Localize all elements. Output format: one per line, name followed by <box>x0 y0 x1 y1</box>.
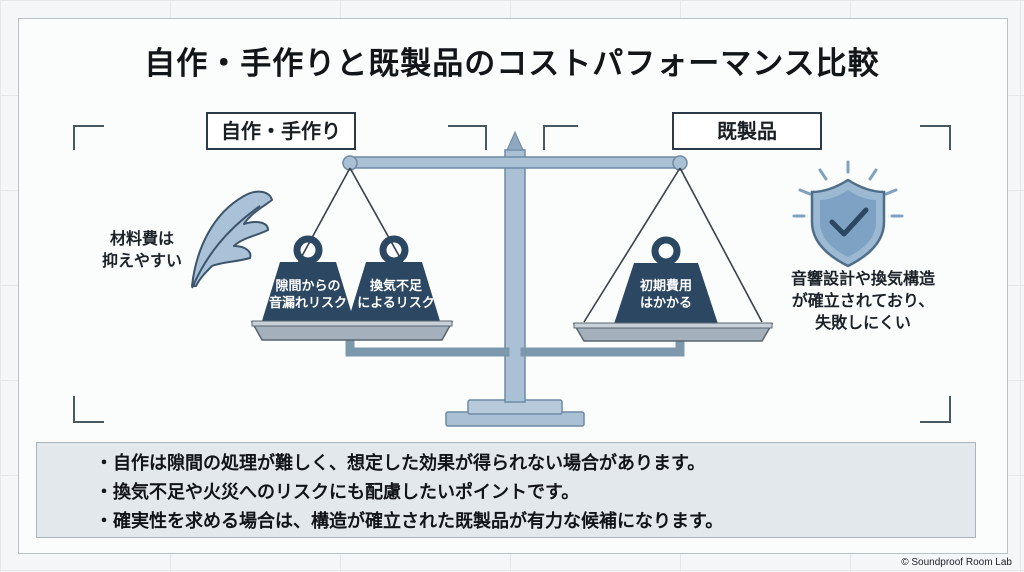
weight-ring <box>379 235 409 265</box>
summary-note-item: ・自作は隙間の処理が難しく、想定した効果が得られない場合があります。 <box>95 453 706 474</box>
weight-ring <box>293 235 323 265</box>
note-line: 抑えやすい <box>101 251 182 270</box>
summary-notes-panel: ・自作は隙間の処理が難しく、想定した効果が得られない場合があります。 ・換気不足… <box>36 442 976 538</box>
scale-pans <box>250 320 774 342</box>
beam-left-joint <box>342 155 358 171</box>
feather-icon <box>191 190 273 289</box>
weight-block <box>348 262 440 321</box>
right-weight <box>614 236 718 324</box>
left-weights <box>262 235 440 321</box>
left-pan-rim <box>251 320 453 327</box>
feather-shape <box>191 190 273 287</box>
ventilation-risk-weight-label: 換気不足 によるリスク <box>350 278 442 312</box>
handmade-benefit-note: 材料費は 抑えやすい <box>92 228 192 272</box>
bracket-top-left <box>73 125 104 150</box>
note-line: 音響設計や換気構造 <box>790 269 935 288</box>
weight-label-line: 隙間からの <box>275 279 341 294</box>
bracket-top-center-right <box>543 125 578 150</box>
bracket-bottom-right <box>920 396 951 423</box>
bracket-top-center-left <box>448 125 487 150</box>
feather-shaft <box>191 205 261 289</box>
weight-label-line: によるリスク <box>357 296 435 311</box>
copyright-text: © Soundproof Room Lab <box>901 557 1012 568</box>
readymade-label: 既製品 <box>672 112 822 150</box>
weight-block <box>262 262 354 321</box>
note-line: 失敗しにくい <box>815 313 911 332</box>
page-title: 自作・手作りと既製品のコストパフォーマンス比較 <box>144 46 880 82</box>
bracket-bottom-left <box>73 396 104 423</box>
sound-leak-risk-weight-label: 隙間からの 音漏れリスク <box>262 278 354 312</box>
summary-note-item: ・換気不足や火災へのリスクにも配慮したいポイントです。 <box>95 482 580 503</box>
scale-pillar <box>504 149 526 403</box>
weight-block <box>614 263 718 324</box>
right-pan-strings <box>583 167 763 323</box>
summary-note-item: ・確実性を求める場合は、構造が確立された既製品が有力な候補になります。 <box>95 511 724 532</box>
shield-inner <box>820 190 876 257</box>
weight-ring <box>651 236 681 266</box>
beam-right-joint <box>672 155 688 171</box>
right-pan-rim <box>573 322 773 329</box>
initial-cost-weight-label: 初期費用 はかかる <box>620 278 712 312</box>
bracket-top-right <box>920 125 951 150</box>
weight-label-line: はかかる <box>639 296 692 311</box>
shield-glow-rays <box>792 160 904 218</box>
scale-finial <box>506 130 524 151</box>
note-line: が確立されており、 <box>791 291 935 310</box>
readymade-benefit-note: 音響設計や換気構造 が確立されており、 失敗しにくい <box>768 268 958 334</box>
corner-brackets <box>73 125 951 423</box>
handmade-label: 自作・手作り <box>206 112 356 150</box>
weight-label-line: 初期費用 <box>639 279 692 294</box>
weight-label-line: 音漏れリスク <box>268 296 347 311</box>
note-line: 材料費は <box>109 229 174 248</box>
shield-check-icon <box>792 160 904 268</box>
check-mark-icon <box>829 207 869 237</box>
weight-label-line: 換気不足 <box>369 279 422 294</box>
scale-beam <box>347 156 681 169</box>
